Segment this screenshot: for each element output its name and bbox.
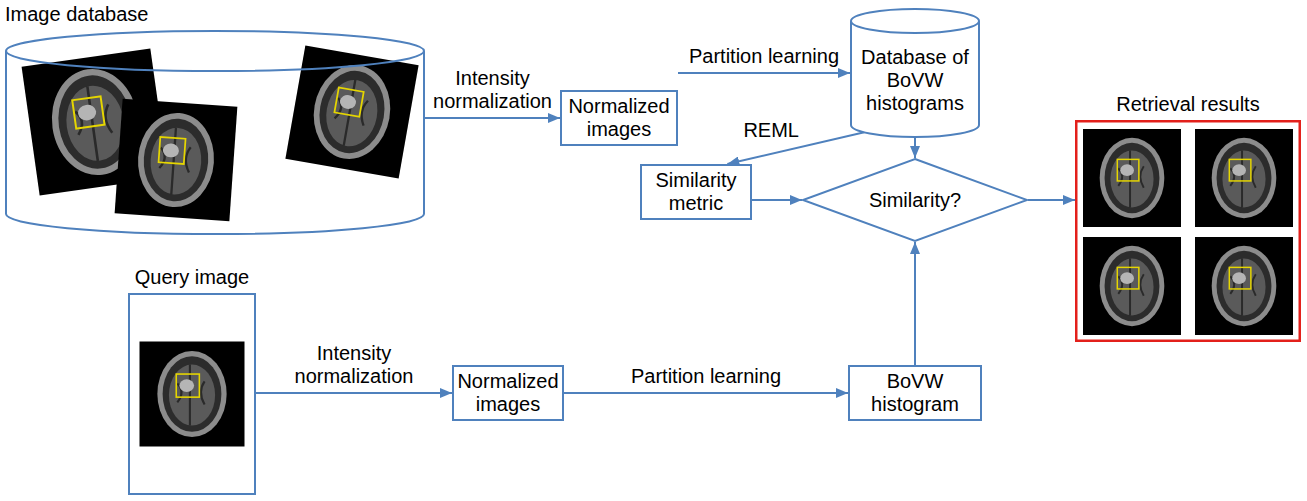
connector-arrow <box>425 117 560 119</box>
text-area <box>11 74 419 213</box>
database-cylinder: Image database <box>5 30 425 235</box>
text-area: BoVW histogram <box>852 369 978 417</box>
brain-mri <box>1083 237 1181 335</box>
edge-label: REML <box>743 119 799 142</box>
brain-mri <box>115 99 238 222</box>
process-box: Normalized images <box>452 365 564 421</box>
connector-arrow <box>752 199 802 201</box>
text-area: Similarity? <box>852 173 979 227</box>
box-text: Similarity? <box>869 189 961 212</box>
cylinder-outline <box>5 30 425 235</box>
box-text: Database of BoVW histograms <box>856 46 974 115</box>
connector-arrow <box>1028 199 1075 201</box>
cylinder-top <box>6 31 424 71</box>
box-text: BoVW histogram <box>852 370 978 416</box>
query-panel: Query image <box>128 293 256 495</box>
process-box: Normalized images <box>560 90 678 146</box>
diamond-border <box>803 159 1027 241</box>
box-outline <box>1075 120 1301 342</box>
brain-mri <box>1195 129 1293 227</box>
edge-label: Intensity normalization <box>428 67 558 113</box>
heading-label: Image database <box>5 2 148 26</box>
edge-label: Intensity normalization <box>289 342 419 388</box>
box-border <box>849 366 981 420</box>
box-text: Similarity metric <box>644 169 748 215</box>
box-border <box>561 91 677 145</box>
edge-label: Partition learning <box>689 45 839 68</box>
connector-arrow <box>914 242 916 365</box>
box-border <box>641 165 751 219</box>
results-panel: Retrieval results <box>1075 120 1301 342</box>
connector-arrow <box>564 392 848 394</box>
box-border <box>129 294 255 494</box>
box-border <box>453 366 563 420</box>
text-area: Normalized images <box>456 369 560 417</box>
text-area <box>1079 124 1297 338</box>
text-area <box>132 297 252 491</box>
process-box: BoVW histogram <box>848 365 982 421</box>
connector-arrow <box>914 137 916 158</box>
brain-mri <box>140 342 245 447</box>
connector-arrow <box>256 392 452 394</box>
text-area: Similarity metric <box>644 168 748 216</box>
brain-mri <box>1195 237 1293 335</box>
decision-diamond: Similarity? <box>802 158 1028 242</box>
box-text: Normalized images <box>456 370 560 416</box>
process-box: Similarity metric <box>640 164 752 220</box>
text-area: Database of BoVW histograms <box>856 36 974 124</box>
box-border <box>1076 121 1300 341</box>
box-outline <box>128 293 256 495</box>
edge-label: Partition learning <box>631 365 781 388</box>
database-cylinder: Database of BoVW histograms <box>850 8 980 138</box>
connector-arrow <box>678 72 850 74</box>
cylinder-body <box>851 21 979 137</box>
cylinder-body <box>6 51 424 234</box>
text-area: Normalized images <box>564 94 674 142</box>
heading-label: Query image <box>135 265 250 289</box>
brain-mri <box>1083 129 1181 227</box>
cylinder-top <box>851 9 979 33</box>
heading-label: Retrieval results <box>1116 92 1259 116</box>
box-text: Normalized images <box>564 95 674 141</box>
